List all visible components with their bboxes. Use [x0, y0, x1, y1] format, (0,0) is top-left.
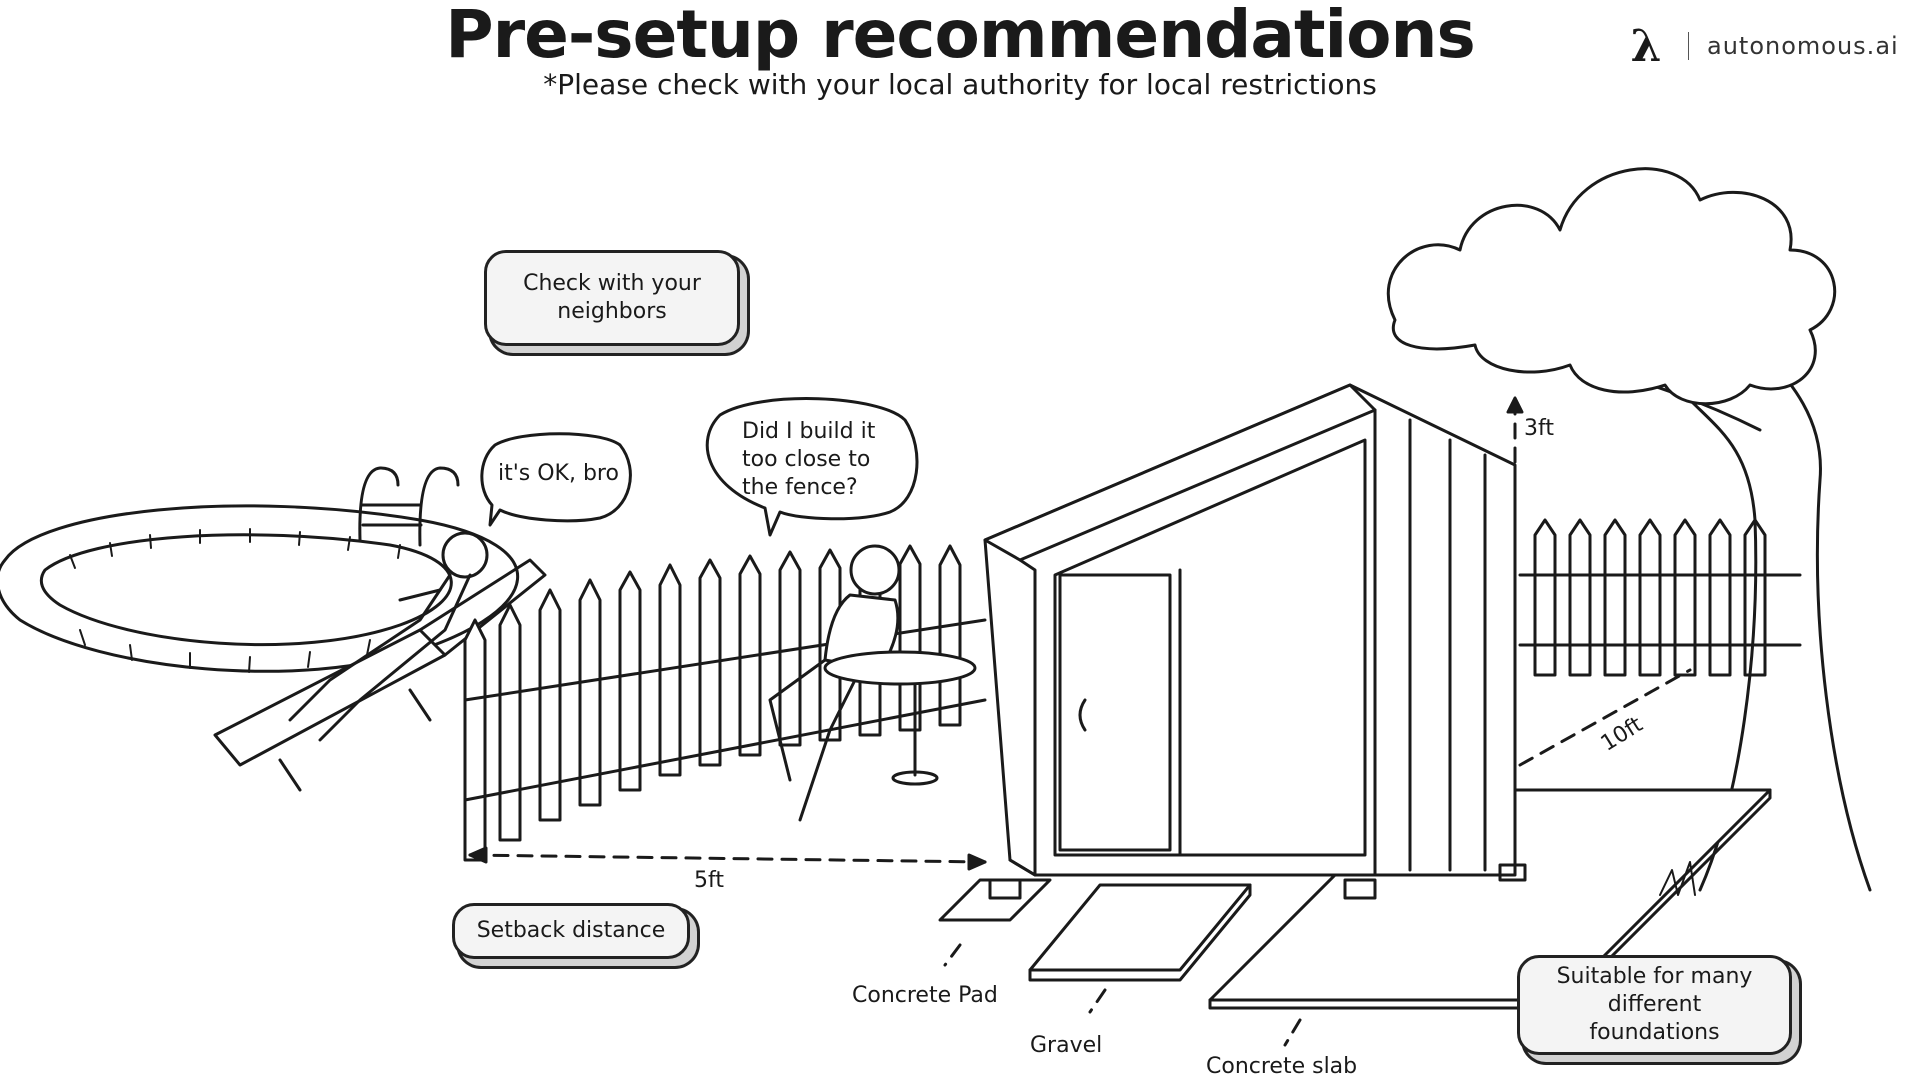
- callout-setback-distance: Setback distance: [452, 903, 690, 959]
- callout-check-neighbors: Check with your neighbors: [484, 250, 740, 346]
- dimension-5ft: 5ft: [694, 868, 724, 893]
- foundation-concrete-pad: Concrete Pad: [852, 983, 998, 1008]
- owner-at-table: [768, 544, 977, 822]
- brand-divider: [1688, 32, 1689, 60]
- left-fence: [463, 544, 987, 862]
- speech-owner-text: Did I build it too close to the fence?: [742, 419, 876, 500]
- speech-bubble-neighbor: [480, 432, 632, 527]
- speech-neighbor-text: it's OK, bro: [498, 461, 619, 486]
- page-subtitle: *Please check with your local authority …: [543, 68, 1377, 101]
- neighbor-on-lounger: [213, 531, 547, 792]
- tiny-cabin: [983, 383, 1527, 900]
- pool: [0, 466, 520, 673]
- foundation-concrete-slab: Concrete slab: [1206, 1054, 1358, 1079]
- brand: λ autonomous.ai: [1620, 20, 1920, 72]
- foundation-gravel: Gravel: [1030, 1033, 1103, 1058]
- dimension-3ft: 3ft: [1524, 416, 1554, 441]
- callout-foundations: Suitable for many different foundations: [1517, 955, 1792, 1055]
- arrow-heads: [468, 396, 1524, 871]
- brand-name: autonomous.ai: [1707, 32, 1899, 60]
- page-title: Pre-setup recommendations: [445, 0, 1476, 73]
- right-fence: [1518, 518, 1802, 677]
- grass-tuft: [1659, 861, 1696, 896]
- lambda-logo-icon: λ: [1630, 20, 1662, 72]
- speech-bubble-owner: [705, 397, 919, 537]
